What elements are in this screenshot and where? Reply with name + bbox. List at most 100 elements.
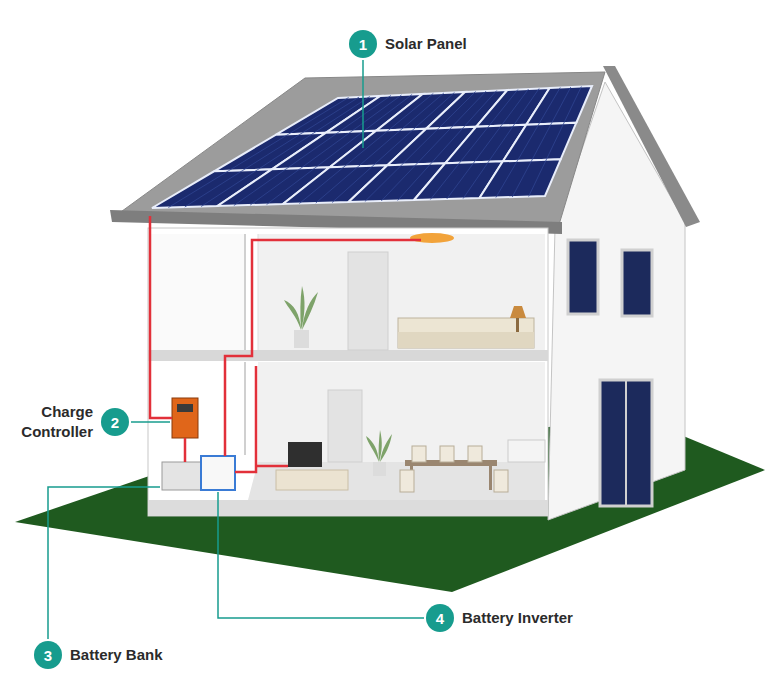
chair [468,446,482,462]
cell-line [315,131,363,168]
callout-number: 4 [436,611,444,626]
cell-line [496,161,517,198]
ceiling-lamp [410,233,454,243]
floor [248,462,545,500]
tv [288,442,322,467]
door-frame [625,380,627,506]
table-leg [489,466,492,490]
kitchen-counter [508,440,545,462]
cell-line [228,134,288,171]
sofa [398,318,534,348]
part-label: Battery Inverter [462,608,573,628]
floor-slab [148,350,548,361]
cell-line [447,162,474,199]
power-wires [150,216,421,472]
cell-line [314,97,370,134]
battery-bank [162,462,202,490]
cell-line [250,168,300,205]
back-wall [258,234,545,350]
callout-circle: 2 [101,408,129,436]
partition [244,362,246,455]
callout-node: 1Solar Panel [349,30,377,58]
sofa-seat [398,332,534,348]
cell-line [488,125,513,162]
cell-line [358,130,401,167]
wire [150,216,172,418]
cell-line [257,133,313,170]
controller-display [177,404,193,412]
callout-circle: 1 [349,30,377,58]
cell-line [373,129,414,166]
plant-pot [294,330,309,348]
house-section [148,228,548,516]
wire [225,240,421,456]
plant [366,430,392,462]
cell-line [464,91,497,128]
wire [184,438,187,462]
cell-line [529,160,547,197]
plant [284,286,318,330]
cell-line [286,132,338,169]
cell-line [234,169,286,206]
callout-node: 3Battery Bank [34,641,62,669]
leader-line [362,60,364,148]
window [622,250,652,316]
stair-room [150,234,245,350]
cell-line [460,126,489,163]
chair [400,470,414,492]
cell-line [512,160,532,197]
cell-line [463,162,488,199]
callout-number: 1 [359,37,367,52]
cell-line [431,127,464,164]
callout-number: 3 [44,648,52,663]
cell-line [389,94,434,131]
cell-line [332,166,373,203]
callout-node: 4Battery Inverter [426,604,454,632]
lamp-shade [510,306,526,318]
door [328,390,362,462]
partition [244,234,246,350]
cell-line [514,89,539,126]
callout-number: 2 [111,415,119,430]
part-label: Battery Bank [70,645,163,665]
cell-line [301,132,351,169]
solar-panel [503,123,576,162]
cell-line [185,170,243,207]
cell-line [168,171,228,208]
callout-circle: 4 [426,604,454,632]
cell-line [381,164,416,201]
window [568,240,598,314]
wall-edge [258,234,259,350]
tv-cabinet [276,470,348,490]
cell-line [365,165,402,202]
cell-line [267,168,315,205]
wire [256,465,288,468]
cell-line [301,97,359,134]
cell-line [501,89,528,126]
cell-line [517,124,538,161]
leader-line [218,492,424,618]
wire [235,366,256,472]
cell-line [439,92,476,129]
cell-line [489,90,518,127]
callout-node: 2Charge Controller [101,408,129,436]
battery-inverter [201,456,235,490]
part-label: Charge Controller [7,402,93,442]
cell-line [414,93,455,130]
chair [412,446,426,462]
leader-line [48,487,160,639]
cell-line [364,95,412,132]
cell-line [201,170,257,207]
solar-panel-array [152,86,592,208]
callout-circle: 3 [34,641,62,669]
cell-line [430,163,459,200]
cell-line [539,88,560,125]
base-slab [148,500,548,516]
cell-line [398,164,431,201]
leader-lines [48,60,424,639]
cell-line [401,93,444,130]
cell-line [546,123,564,160]
